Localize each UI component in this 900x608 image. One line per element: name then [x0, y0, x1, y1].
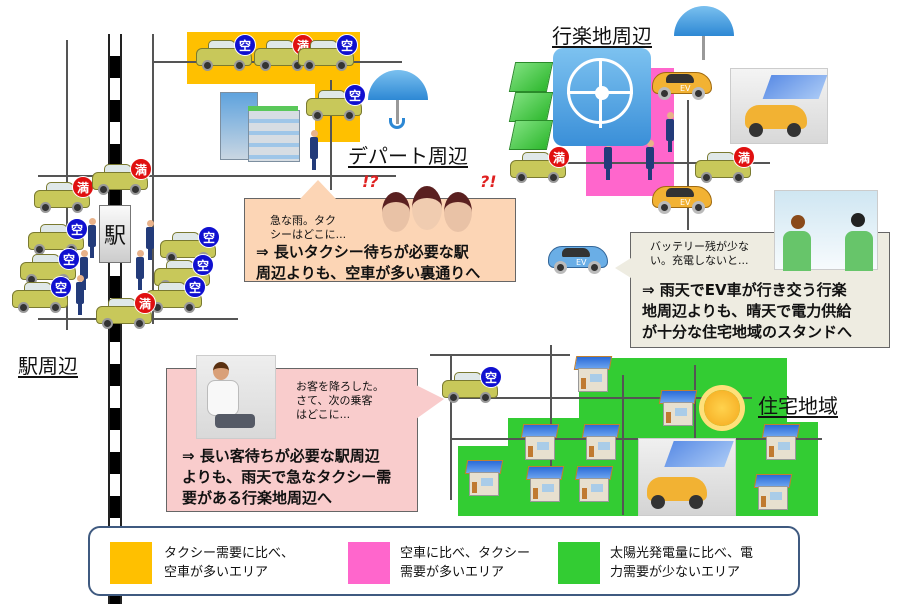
taxi-driver-thought-text: お客を降ろした。 さて、次の乗客 はどこに...: [296, 380, 384, 421]
solar-house-icon: [573, 356, 613, 392]
full-badge: 満: [733, 146, 755, 168]
legend-label-oversupply: タクシー需要に比べ、 空車が多いエリア: [164, 546, 295, 580]
exclaim-left: !?: [362, 172, 379, 191]
taxi-vacant: 空: [12, 276, 72, 314]
full-badge: 満: [134, 292, 156, 314]
taxi-full: 満: [695, 146, 755, 184]
vacant-badge: 空: [234, 34, 256, 56]
solar-house-icon: [525, 466, 565, 502]
ev-driver-couple-photo: [774, 190, 878, 271]
solar-house-icon: [574, 466, 614, 502]
solar-house-icon: [761, 424, 801, 460]
legend-label-high-demand: 空車に比べ、タクシー 需要が多いエリア: [400, 546, 531, 580]
station-area-title: 駅周辺: [18, 354, 78, 378]
person-waiting: [646, 140, 654, 180]
person-waiting: [310, 130, 318, 170]
road: [452, 397, 752, 399]
taxi-vacant: 空: [298, 34, 358, 72]
vacant-badge: 空: [480, 366, 502, 388]
vacant-badge: 空: [50, 276, 72, 298]
full-badge: 満: [548, 146, 570, 168]
solar-panel-icon: [508, 92, 554, 122]
exclaim-right: ?!: [480, 172, 497, 191]
solar-house-icon: [520, 424, 560, 460]
ev-label: EV: [576, 258, 587, 267]
ev-label: EV: [680, 84, 691, 93]
taxi-full: 満: [34, 176, 94, 214]
person-waiting: [146, 220, 154, 260]
legend-swatch-oversupply: [110, 542, 152, 584]
residential-area-title: 住宅地域: [758, 394, 838, 418]
ev-label: EV: [680, 198, 691, 207]
taxi-driver-callout: [166, 368, 418, 512]
solar-house-icon: [658, 390, 698, 426]
ev-car: EV: [652, 62, 712, 102]
person-waiting: [604, 140, 612, 180]
road: [550, 345, 552, 475]
person-waiting: [88, 218, 96, 258]
ferris-wheel-icon: [553, 48, 651, 146]
umbrella-rain-icon: [368, 70, 428, 130]
taxi-driver-callout-pointer: [416, 385, 444, 419]
road: [687, 100, 689, 230]
station-sign-label: 駅: [103, 224, 126, 249]
department-store-building: [212, 92, 302, 162]
sun-icon: [704, 390, 740, 426]
confused-passenger-illustration: [382, 182, 472, 238]
taxi-vacant: 空: [442, 366, 502, 404]
passenger-callout-pointer: [300, 180, 336, 199]
passenger-thought-text: 急な雨。タク シーはどこに...: [270, 214, 347, 241]
legend-swatch-high-demand: [348, 542, 390, 584]
vacant-badge: 空: [66, 218, 88, 240]
taxi-vacant: 空: [306, 84, 366, 122]
ev-driver-message-text: ⇒ 雨天でEV車が行き交う行楽 地周辺よりも、晴天で電力供給 が十分な住宅地域の…: [642, 281, 853, 341]
vacant-badge: 空: [344, 84, 366, 106]
department-area-title: デパート周辺: [348, 144, 468, 168]
taxi-full: 満: [510, 146, 570, 184]
full-badge: 満: [130, 158, 152, 180]
road: [694, 365, 696, 445]
ev-charging-station-photo: [730, 68, 828, 144]
solar-house-icon: [581, 424, 621, 460]
vacant-badge: 空: [192, 254, 214, 276]
road: [452, 438, 822, 440]
road: [152, 34, 154, 324]
solar-panel-icon: [508, 120, 554, 150]
person-waiting: [666, 112, 674, 152]
vacant-badge: 空: [58, 248, 80, 270]
road: [450, 355, 452, 500]
solar-house-icon: [753, 474, 793, 510]
road: [330, 80, 332, 190]
taxi-vacant: 空: [196, 34, 256, 72]
road: [430, 354, 570, 356]
legend-swatch-low-power-demand: [558, 542, 600, 584]
taxi-full: 満: [96, 292, 156, 330]
solar-house-icon: [464, 460, 504, 496]
umbrella-rain-icon: [674, 6, 734, 66]
road: [622, 375, 624, 515]
road: [38, 175, 396, 177]
taxi-full: 満: [92, 158, 152, 196]
vacant-badge: 空: [336, 34, 358, 56]
amusement-area-title: 行楽地周辺: [552, 24, 652, 48]
ev-driver-callout-pointer: [615, 258, 631, 278]
legend: タクシー需要に比べ、 空車が多いエリア 空車に比べ、タクシー 需要が多いエリア …: [88, 526, 800, 596]
person-waiting: [80, 250, 88, 290]
taxi-driver-message-text: ⇒ 長い客待ちが必要な駅周辺 よりも、雨天で急なタクシー需 要がある行楽地周辺へ: [182, 447, 392, 507]
station-sign: 駅: [99, 205, 131, 263]
taxi-driver-photo: [196, 355, 276, 439]
ev-car: EV: [652, 176, 712, 216]
ev-driver-thought-text: バッテリー残が少な い。充電しないと...: [650, 240, 749, 267]
vacant-badge: 空: [198, 226, 220, 248]
solar-panel-icon: [508, 62, 554, 92]
person-waiting: [136, 250, 144, 290]
blue-ev-car: EV: [548, 236, 608, 276]
residential-charging-station-photo: [638, 438, 736, 516]
full-badge: 満: [72, 176, 94, 198]
legend-label-low-power-demand: 太陽光発電量に比べ、電 力需要が少ないエリア: [610, 546, 754, 580]
passenger-message-text: ⇒ 長いタクシー待ちが必要な駅 周辺よりも、空車が多い裏通りへ: [256, 243, 481, 282]
vacant-badge: 空: [184, 276, 206, 298]
person-waiting: [76, 275, 84, 315]
